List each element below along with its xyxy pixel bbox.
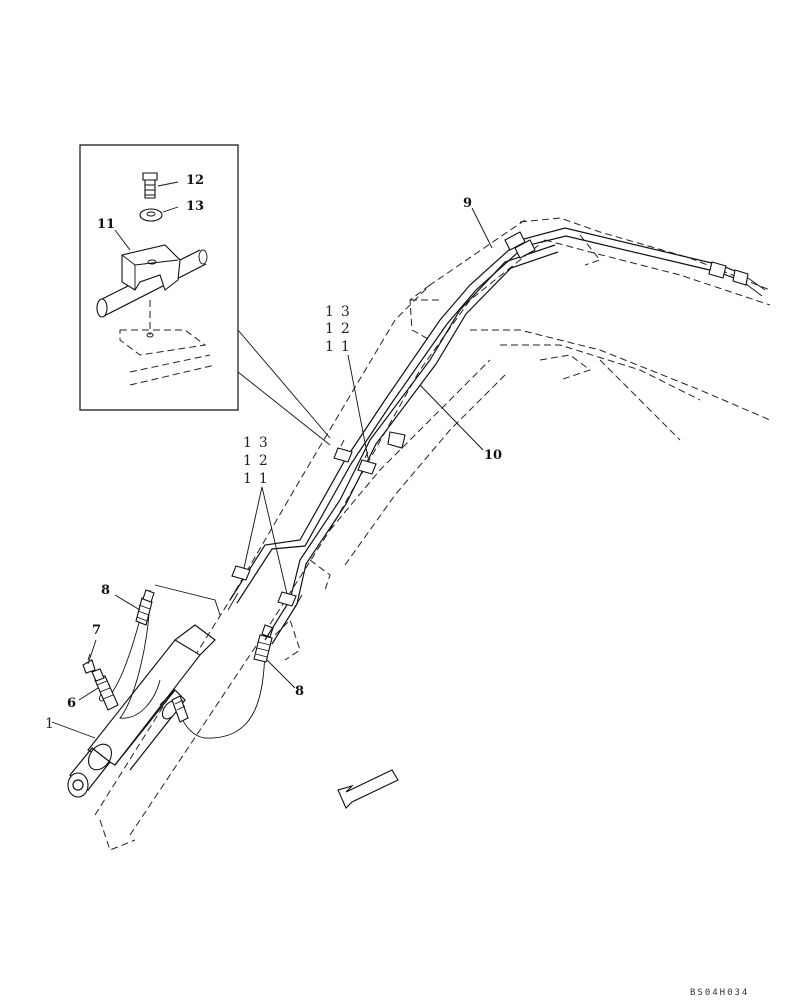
stack-upper-12: 12 — [325, 321, 357, 337]
pipe-couplers-9 — [504, 231, 766, 297]
callout-9: 9 — [463, 196, 472, 211]
bracket-mid — [387, 431, 406, 449]
pipe-10 — [227, 227, 746, 645]
callout-12: 12 — [186, 173, 204, 188]
callout-10: 10 — [484, 448, 502, 463]
stack-lower-12: 12 — [243, 453, 275, 469]
boom-outline — [94, 217, 771, 851]
stack-upper-13: 13 — [325, 304, 357, 320]
stack-lower-13: 13 — [243, 435, 275, 451]
callout-11: 11 — [97, 217, 115, 232]
stack-lower-11: 11 — [243, 471, 275, 487]
callout-7: 7 — [92, 623, 101, 638]
callout-6: 6 — [67, 696, 76, 711]
cylinder-body — [67, 624, 216, 798]
leader-lines — [51, 181, 493, 739]
inset-leader — [237, 329, 331, 446]
fitting-6 — [91, 668, 119, 711]
hose-fitting-lower — [253, 624, 274, 663]
clamp-lower-2 — [277, 591, 297, 607]
cylinder-port-fitting — [171, 695, 189, 723]
detail-inset — [79, 144, 239, 411]
callout-8-upper: 8 — [101, 583, 110, 598]
drawing-code: BS04H034 — [690, 988, 749, 998]
stack-upper-11: 11 — [325, 339, 357, 355]
fitting-7 — [82, 653, 96, 674]
clamp-upper-2 — [357, 451, 377, 475]
callout-1: 1 — [45, 716, 61, 732]
clamp-lower-1 — [231, 565, 251, 581]
direction-arrow — [337, 769, 399, 809]
callout-13: 13 — [186, 199, 204, 214]
clamp-upper-1 — [333, 439, 353, 463]
hose-fitting-upper — [135, 589, 155, 626]
callout-8-lower: 8 — [295, 684, 304, 699]
